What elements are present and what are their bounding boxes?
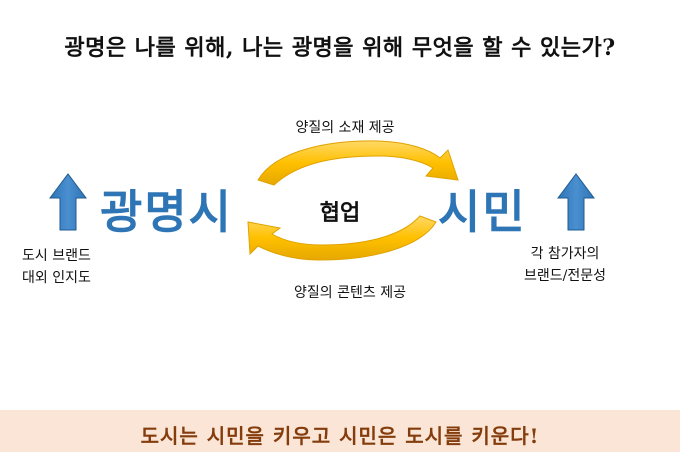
city-benefit-line: 도시 브랜드 <box>22 248 91 264</box>
top-flow-label: 양질의 소재 제공 <box>295 120 395 136</box>
collaboration-label: 협업 <box>319 200 361 226</box>
left-up-arrow-icon <box>49 173 87 231</box>
top-cycle-arrow-icon <box>257 140 459 186</box>
city-name: 광명시 <box>100 185 233 239</box>
citizen-benefit-line: 각 참가자의 <box>530 246 600 262</box>
citizen-benefit-line: 브랜드/전문성 <box>524 268 606 284</box>
city-benefit-line: 대외 인지도 <box>22 270 91 286</box>
footer-slogan: 도시는 시민을 키우고 시민은 도시를 키운다! <box>140 424 540 448</box>
bottom-cycle-arrow-icon <box>247 215 437 261</box>
citizen-name: 시민 <box>438 185 527 239</box>
right-up-arrow-icon <box>557 173 595 231</box>
page-title: 광명은 나를 위해, 나는 광명을 위해 무엇을 할 수 있는가? <box>64 35 616 61</box>
footer-band <box>0 410 680 452</box>
citizen-benefits: 각 참가자의 브랜드/전문성 <box>490 243 640 287</box>
bottom-flow-label: 양질의 콘텐츠 제공 <box>294 285 406 301</box>
city-benefits: 도시 브랜드 대외 인지도 <box>22 245 162 289</box>
